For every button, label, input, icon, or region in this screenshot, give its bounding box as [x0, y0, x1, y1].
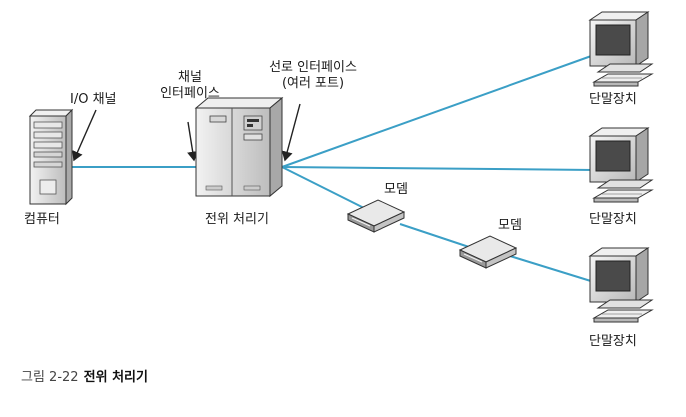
link-fep-terminal1: [281, 54, 595, 168]
figure-title: 전위 처리기: [83, 370, 148, 385]
terminal-icon-1: [588, 11, 654, 87]
modem-label-2: 모뎀: [498, 218, 522, 233]
channel-interface-label-line2: 인터페이스: [160, 86, 220, 101]
front-end-processor-icon: [194, 96, 284, 198]
channel-interface-arrow: [187, 121, 199, 162]
annotation-arrows: [72, 103, 301, 162]
figure-number: 그림 2-22: [21, 370, 79, 385]
modem-icon-1: [346, 199, 406, 233]
terminal-label-2: 단말장치: [589, 212, 637, 227]
line-interface-label-line2: (여러 포트): [281, 76, 345, 91]
front-end-processor-label: 전위 처리기: [205, 212, 269, 227]
line-interface-label-line1: 선로 인터페이스: [269, 60, 357, 75]
connection-lines: [70, 54, 595, 283]
channel-interface-label-line1: 채널: [178, 70, 202, 85]
terminal-icon-2: [588, 127, 654, 203]
figure-caption: 그림 2-22 전위 처리기: [21, 366, 148, 385]
link-fep-terminal2: [281, 166, 595, 171]
terminal-icon-3: [588, 247, 654, 323]
line-interface-arrow: [281, 103, 301, 162]
line-interface-label: 선로 인터페이스 (여러 포트): [258, 60, 368, 92]
io-channel-label: I/O 채널: [70, 92, 117, 107]
modem-icon-2: [458, 235, 518, 269]
io-channel-arrow: [72, 109, 97, 162]
link-modem1-modem2: [399, 223, 479, 251]
computer-label: 컴퓨터: [24, 212, 60, 227]
terminal-label-3: 단말장치: [589, 334, 637, 349]
terminal-label-1: 단말장치: [589, 92, 637, 107]
computer-icon: [28, 108, 74, 206]
modem-label-1: 모뎀: [384, 182, 408, 197]
link-fep-modem1: [281, 166, 373, 213]
channel-interface-label: 채널 인터페이스: [150, 70, 230, 102]
link-modem2-terminal3: [509, 255, 595, 283]
